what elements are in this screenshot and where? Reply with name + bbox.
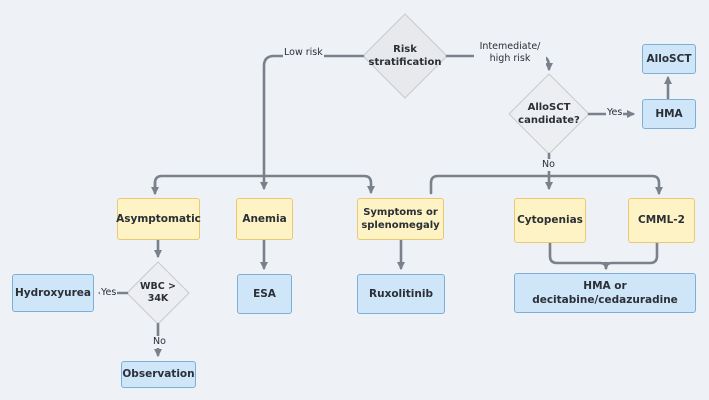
- hydroxyurea-box: Hydroxyurea: [12, 274, 94, 312]
- yes-hydroxyurea-label: Yes: [100, 287, 118, 300]
- risk-stratification-decision: Risk stratification: [368, 44, 442, 68]
- cytopenias-box: Cytopenias: [514, 198, 586, 243]
- ruxolitinib-box: Ruxolitinib: [357, 274, 445, 314]
- no-observation-label: No: [152, 336, 167, 349]
- no-allosct-label: No: [541, 159, 556, 172]
- allosct-candidate-decision: AlloSCT candidate?: [518, 102, 580, 126]
- intermediate-high-risk-label: Intemediate/ high risk: [474, 41, 546, 66]
- edge-risk-split: [153, 174, 375, 194]
- esa-box: ESA: [237, 274, 292, 314]
- observation-box: Observation: [121, 361, 196, 388]
- asymptomatic-box: Asymptomatic: [116, 198, 201, 240]
- symptoms-splenomegaly-box: Symptoms or splenomegaly: [357, 198, 444, 240]
- allosct-box: AlloSCT: [642, 44, 696, 74]
- low-risk-label: Low risk: [283, 47, 324, 60]
- anemia-box: Anemia: [236, 198, 293, 240]
- edge-low-risk: [260, 54, 365, 190]
- risk-diamond: [362, 13, 448, 99]
- cmml2-box: CMML-2: [628, 198, 695, 243]
- yes-hma-label: Yes: [606, 107, 624, 120]
- wbc-decision: WBC > 34K: [140, 280, 176, 304]
- hma-or-decitabine-box: HMA or decitabine/cedazuradine: [514, 273, 696, 313]
- hma-box: HMA: [642, 99, 696, 129]
- edge-cyto-cmml-merge: [548, 241, 659, 270]
